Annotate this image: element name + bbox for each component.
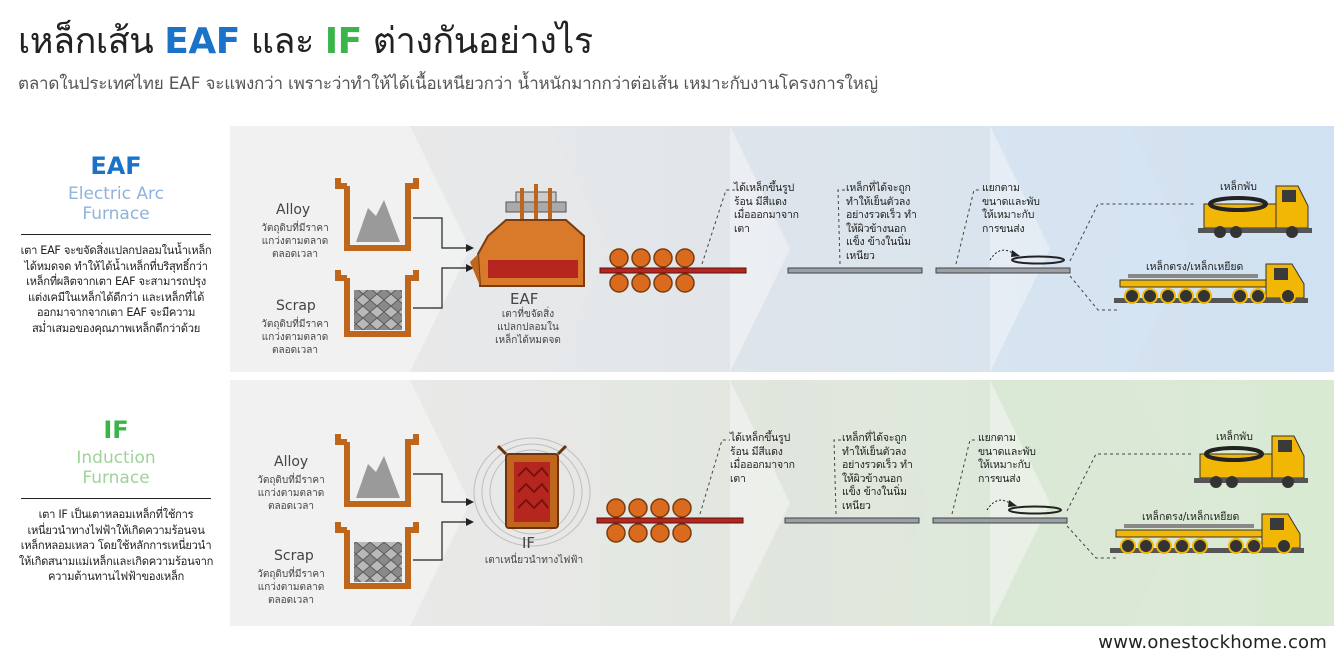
hot-steel-bar-icon [596,517,744,524]
eaf-scrap-label: Scrap [276,298,316,314]
if-process-band: Alloy วัตถุดิบที่มีราคาแกว่งตามตลาดตลอดเ… [230,380,1334,626]
if-name-2: Furnace [82,468,150,488]
eaf-truck-bent-label: เหล็กพับ [1220,181,1257,193]
eaf-scrap-desc: วัตถุดิบที่มีราคาแกว่งตามตลาดตลอดเวลา [261,319,329,356]
if-side-panel: IF Induction Furnace เตา IF เป็นเตาหลอมเ… [10,416,222,585]
bent-steel-truck-icon [1194,435,1308,488]
if-truck-straight-label: เหล็กตรง/เหล็กเหยียด [1142,511,1240,523]
if-step2-text: เหล็กที่ได้จะถูกทำให้เย็นตัวลงอย่างรวดเร… [842,432,913,512]
if-name-1: Induction [76,448,156,468]
if-abbr: IF [103,416,129,444]
eaf-name-1: Electric Arc [68,184,164,204]
if-scrap-label: Scrap [274,548,314,564]
eaf-furnace-label: EAF [510,290,539,308]
if-furnace-desc: เตาเหนี่ยวนำทางไฟฟ้า [484,555,584,566]
induction-furnace-icon [473,437,591,547]
eaf-abbr: EAF [90,152,142,180]
straight-steel-truck-icon [1110,513,1304,554]
eaf-name-2: Furnace [82,204,150,224]
eaf-description: เตา EAF จะขจัดสิ่งแปลกปลอมในน้ำเหล็กได้ห… [20,244,212,335]
if-band-graphics [230,380,1334,626]
cut-steel-bar-icon [932,517,1068,524]
eaf-furnace-icon [470,184,585,287]
if-step3-text: แยกตามขนาดและพับให้เหมาะกับการขนส่ง [978,432,1036,485]
hot-rolling-rollers-icon [606,498,692,543]
alloy-bucket-icon [335,434,419,507]
eaf-truck-straight-label: เหล็กตรง/เหล็กเหยียด [1146,261,1244,273]
if-alloy-label: Alloy [274,454,309,470]
eaf-step2-text: เหล็กที่ได้จะถูกทำให้เย็นตัวลงอย่างรวดเร… [846,182,917,262]
straight-steel-truck-icon [1114,263,1308,304]
if-scrap-desc: วัตถุดิบที่มีราคาแกว่งตามตลาดตลอดเวลา [257,569,325,606]
eaf-side-panel: EAF Electric Arc Furnace เตา EAF จะขจัดส… [10,152,222,336]
eaf-step1-text: ได้เหล็กขึ้นรูปร้อน มีสีแดงเมื่อออกมาจาก… [734,182,799,235]
hot-steel-bar-icon [599,267,747,274]
eaf-process-band: Alloy วัตถุดิบที่มีราคาแกว่งตามตลาดตลอดเ… [230,126,1334,372]
eaf-furnace-desc: เตาที่ขจัดสิ่งแปลกปลอมในเหล็กได้หมดจด [495,309,561,346]
if-divider [21,498,211,499]
if-step1-text: ได้เหล็กขึ้นรูปร้อน มีสีแดงเมื่อออกมาจาก… [730,432,795,485]
scrap-bucket-icon [335,522,419,589]
if-alloy-desc: วัตถุดิบที่มีราคาแกว่งตามตลาดตลอดเวลา [257,475,325,512]
eaf-alloy-label: Alloy [276,202,311,218]
page-subtitle: ตลาดในประเทศไทย EAF จะแพงกว่า เพราะว่าทำ… [18,74,878,94]
if-truck-bent-label: เหล็กพับ [1216,431,1253,443]
eaf-divider [21,234,211,235]
page-title: เหล็กเส้น EAF และ IF ต่างกันอย่างไร [18,21,593,62]
hot-rolling-rollers-icon [609,248,695,293]
cooled-steel-bar-icon [787,267,923,274]
if-furnace-label: IF [522,534,536,552]
alloy-bucket-icon [335,178,419,251]
eaf-band-graphics [230,126,1334,372]
bent-steel-truck-icon [1198,185,1312,238]
eaf-alloy-desc: วัตถุดิบที่มีราคาแกว่งตามตลาดตลอดเวลา [261,223,329,260]
eaf-step3-text: แยกตามขนาดและพับให้เหมาะกับการขนส่ง [982,182,1040,235]
footer-url[interactable]: www.onestockhome.com [1098,632,1327,653]
cut-steel-bar-icon [935,267,1071,274]
scrap-bucket-icon [335,270,419,337]
if-description: เตา IF เป็นเตาหลอมเหล็กที่ใช้การเหนี่ยวน… [18,508,214,583]
cooled-steel-bar-icon [784,517,920,524]
